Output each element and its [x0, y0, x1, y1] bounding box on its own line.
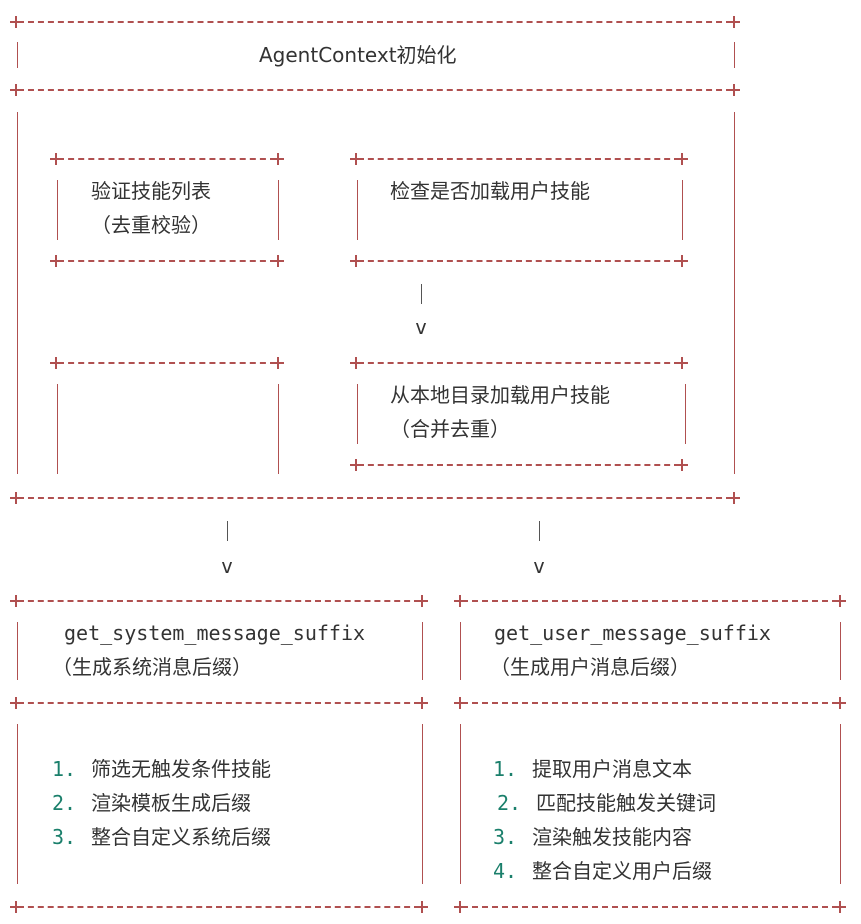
corner-plus: [272, 153, 284, 165]
system-function-desc: （生成系统消息后缀）: [52, 655, 252, 679]
context-left-border: [17, 112, 18, 474]
context-right-border: [734, 112, 735, 474]
corner-plus: [10, 16, 22, 28]
user-function-name: get_user_message_suffix: [494, 621, 771, 645]
corner-plus: [50, 153, 62, 165]
step-number: 1.: [52, 757, 77, 781]
corner-plus: [834, 901, 846, 913]
step-text: 整合自定义系统后缀: [91, 825, 271, 849]
corner-plus: [676, 153, 688, 165]
flow-arrow-stem: [421, 284, 422, 304]
placeholder-right-border: [278, 384, 279, 474]
corner-plus: [350, 357, 362, 369]
user-right-border: [840, 724, 841, 884]
corner-plus: [350, 255, 362, 267]
context-right-border: [734, 42, 735, 68]
step-number: 4.: [493, 859, 518, 883]
corner-plus: [454, 901, 466, 913]
step-text: 渲染触发技能内容: [532, 825, 692, 849]
user-left-border: [460, 724, 461, 884]
step-text: 提取用户消息文本: [532, 757, 692, 781]
corner-plus: [10, 595, 22, 607]
corner-plus: [272, 357, 284, 369]
load-right-border: [685, 384, 686, 444]
validate-right-border: [278, 180, 279, 240]
load-top-border: [358, 362, 680, 364]
system-bottom-border: [18, 906, 420, 908]
check-top-border: [358, 158, 680, 160]
load-bottom-border: [358, 464, 680, 466]
placeholder-left-border: [57, 384, 58, 474]
load-label: 从本地目录加载用户技能: [390, 383, 610, 407]
corner-plus: [416, 697, 428, 709]
corner-plus: [10, 84, 22, 96]
system-left-border: [17, 622, 18, 680]
check-bottom-border: [358, 260, 680, 262]
corner-plus: [272, 255, 284, 267]
system-top-border: [18, 600, 420, 602]
corner-plus: [676, 357, 688, 369]
flow-arrow-head: v: [415, 315, 428, 339]
check-right-border: [682, 180, 683, 240]
user-function-desc: （生成用户消息后缀）: [490, 655, 690, 679]
context-bottom-border: [18, 497, 732, 499]
user-left-border: [460, 622, 461, 680]
corner-plus: [834, 595, 846, 607]
system-left-border: [17, 724, 18, 884]
system-arrow-stem: [227, 521, 228, 541]
step-text: 整合自定义用户后缀: [532, 859, 712, 883]
user-header-divider: [462, 702, 838, 704]
step-number: 3.: [52, 825, 77, 849]
corner-plus: [728, 16, 740, 28]
system-header-divider: [18, 702, 420, 704]
corner-plus: [10, 697, 22, 709]
system-function-name: get_system_message_suffix: [64, 621, 366, 645]
check-label: 检查是否加载用户技能: [390, 179, 590, 203]
step-text: 渲染模板生成后缀: [91, 791, 251, 815]
corner-plus: [454, 697, 466, 709]
corner-plus: [728, 492, 740, 504]
user-bottom-border: [462, 906, 838, 908]
user-right-border: [840, 622, 841, 680]
corner-plus: [350, 153, 362, 165]
system-right-border: [422, 724, 423, 884]
corner-plus: [10, 492, 22, 504]
corner-plus: [10, 901, 22, 913]
corner-plus: [676, 459, 688, 471]
corner-plus: [676, 255, 688, 267]
system-arrow-head: v: [221, 554, 234, 578]
user-arrow-head: v: [533, 554, 546, 578]
load-left-border: [357, 384, 358, 444]
validate-left-border: [57, 180, 58, 240]
corner-plus: [454, 595, 466, 607]
load-note: （合并去重）: [390, 417, 510, 441]
validate-top-border: [58, 158, 276, 160]
corner-plus: [50, 357, 62, 369]
corner-plus: [728, 84, 740, 96]
step-number: 2.: [497, 791, 522, 815]
user-arrow-stem: [539, 521, 540, 541]
corner-plus: [416, 901, 428, 913]
step-number: 3.: [493, 825, 518, 849]
system-right-border: [422, 622, 423, 680]
context-title: AgentContext初始化: [259, 43, 457, 67]
corner-plus: [50, 255, 62, 267]
placeholder-top-border: [58, 362, 276, 364]
check-left-border: [357, 180, 358, 240]
validate-note: （去重校验）: [91, 213, 211, 237]
validate-label: 验证技能列表: [91, 179, 211, 203]
context-top-border: [18, 21, 732, 23]
corner-plus: [416, 595, 428, 607]
context-title-divider: [18, 89, 732, 91]
context-left-border: [17, 42, 18, 68]
user-top-border: [462, 600, 838, 602]
step-text: 匹配技能触发关键词: [536, 791, 716, 815]
corner-plus: [834, 697, 846, 709]
corner-plus: [350, 459, 362, 471]
validate-bottom-border: [58, 260, 276, 262]
step-text: 筛选无触发条件技能: [91, 757, 271, 781]
step-number: 2.: [52, 791, 77, 815]
step-number: 1.: [493, 757, 518, 781]
